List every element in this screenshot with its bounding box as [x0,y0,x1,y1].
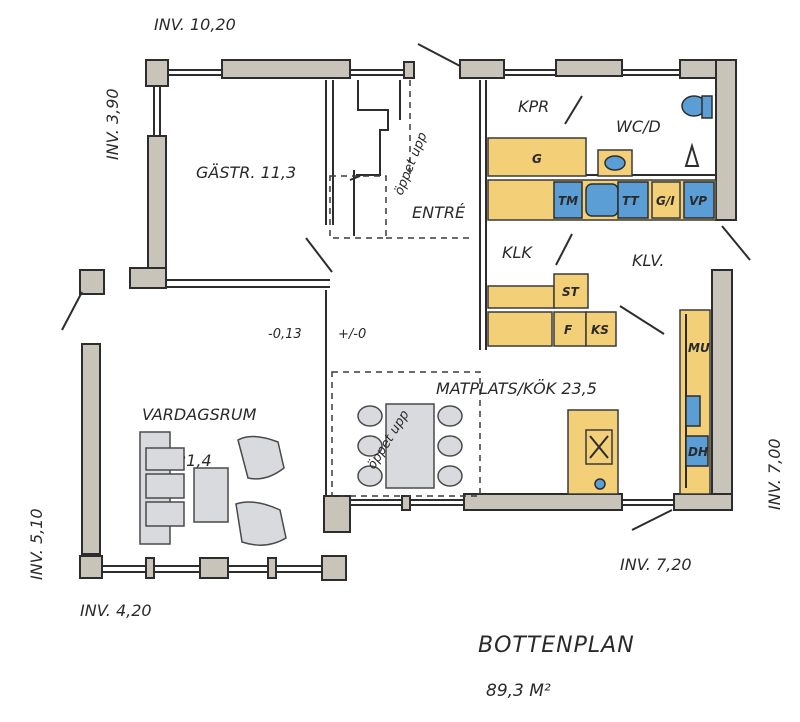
level-mark-2: +/-0 [338,327,366,342]
svg-text:F: F [564,323,573,337]
fixture-tm [553,181,583,219]
fixture-mu: MU [688,341,710,355]
fixture-st [553,273,589,309]
wall-living-left [81,343,101,555]
wall-right-lower [711,269,733,511]
dim-right: INV. 7,00 [765,438,784,510]
dining-table [357,403,463,489]
klv-label: KLV. [632,251,664,270]
wall-right-upper [715,59,737,221]
laundry-row: TM TT G/I VP [487,179,717,221]
svg-text:G/I: G/I [656,194,675,208]
fixture-g: G [532,152,542,166]
dim-bottom-left: INV. 4,20 [80,601,152,620]
wall-bottom-kitchen [463,493,623,511]
svg-text:VP: VP [689,194,707,208]
dim-left-top: INV. 3,90 [103,88,122,160]
dim-top: INV. 10,20 [154,15,236,34]
fixture-gi [651,181,681,219]
wall-top-guest [221,59,351,79]
wall-top-entry [459,59,505,79]
svg-text:TT: TT [622,194,639,208]
walls [79,59,737,581]
wc-sink [597,149,633,177]
kitchen-island [567,409,619,495]
living-room-area: 21,4 [176,451,212,470]
wall-guest-left [147,135,167,287]
plan-title: BOTTENPLAN [478,633,635,658]
staircase [329,80,472,239]
fixture-dh [685,435,709,467]
wall-corner-top-left [145,59,169,87]
dining-label: MATPLATS/KÖK 23,5 [436,379,597,398]
svg-text:TM: TM [558,194,578,208]
klk-label: KLK [502,243,533,262]
fixture-vp [683,181,715,219]
dining-area-outline [331,371,481,497]
shower-icon [684,142,700,167]
fixture-tt [617,181,649,219]
level-mark-1: -0,13 [268,327,302,342]
living-room-label: VARDAGSRUM [142,405,257,424]
wardrobe [487,137,587,177]
dim-left-bottom: INV. 5,10 [27,508,46,580]
kitchen-counter-right: DH MU [679,309,711,495]
open-up-label-entry: öppet upp [392,130,431,197]
wcd-label: WC/D [616,117,661,136]
coffee-table [193,467,229,523]
dim-bottom-right: INV. 7,20 [620,555,692,574]
door-marks [61,43,751,531]
plan-area: 89,3 M² [486,681,551,701]
wall-top-kpr [555,59,623,77]
sofa [139,431,185,545]
svg-text:ST: ST [562,285,580,299]
guest-room-label: GÄSTR. 11,3 [196,163,296,182]
fixture-ks [585,311,617,347]
armchair-2 [235,501,287,546]
svg-text:DH: DH [688,445,708,459]
armchair-1 [237,435,285,480]
wall-bottom-right [673,493,733,511]
entry-label: ENTRÉ [412,203,466,222]
kpr-label: KPR [518,97,549,116]
svg-text:KS: KS [591,323,609,337]
